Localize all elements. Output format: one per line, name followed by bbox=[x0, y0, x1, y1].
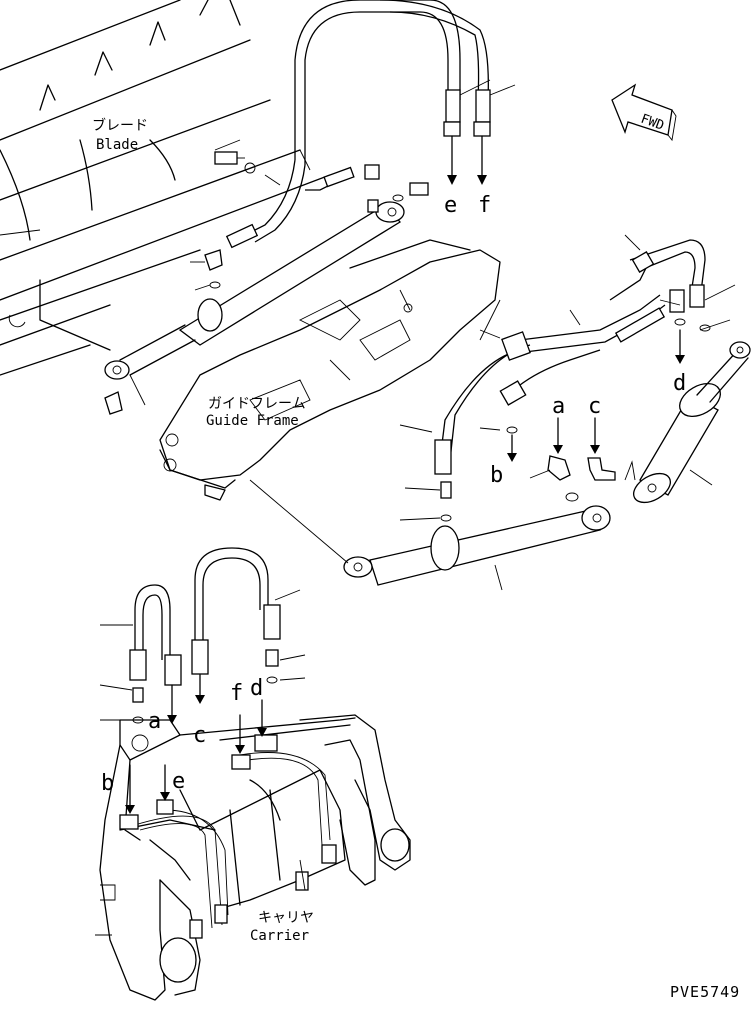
fittings-blade bbox=[104, 139, 429, 415]
conn-letter-top-f: f bbox=[478, 193, 491, 218]
conn-letter-top-e: e bbox=[444, 193, 457, 218]
conn-letter-bottom-e: e bbox=[172, 769, 185, 794]
right-lift-cylinder bbox=[633, 341, 751, 504]
fwd-arrow bbox=[611, 83, 677, 142]
conn-letter-bottom-c: c bbox=[193, 723, 206, 748]
drawing-code: PVE5749 bbox=[670, 983, 740, 1001]
blade-label-en: Blade bbox=[96, 137, 138, 153]
hoses-right bbox=[399, 234, 736, 522]
conn-letter-bottom-f: f bbox=[230, 681, 243, 706]
guide-frame-label-en: Guide Frame bbox=[206, 413, 299, 429]
guide-frame-label-jp: ガイドフレーム bbox=[208, 396, 306, 412]
conn-letter-right-b: b bbox=[490, 463, 503, 488]
hoses-top bbox=[225, 0, 516, 249]
left-tilt-cylinder bbox=[104, 199, 405, 406]
blade bbox=[0, 0, 331, 376]
carrier-label-en: Carrier bbox=[250, 928, 309, 944]
conn-letter-bottom-d: d bbox=[250, 676, 263, 701]
hoses-bottom bbox=[99, 547, 306, 724]
conn-letter-bottom-a: a bbox=[148, 709, 161, 734]
blade-label-jp: ブレード bbox=[92, 117, 148, 134]
conn-letter-right-c: c bbox=[588, 394, 601, 419]
carrier bbox=[95, 699, 411, 1001]
conn-letter-right-a: a bbox=[552, 394, 565, 419]
carrier-label-jp: キャリヤ bbox=[258, 910, 314, 926]
angle-cylinder bbox=[249, 479, 611, 591]
conn-letter-right-d: d bbox=[673, 371, 686, 396]
guide-frame bbox=[159, 239, 501, 501]
